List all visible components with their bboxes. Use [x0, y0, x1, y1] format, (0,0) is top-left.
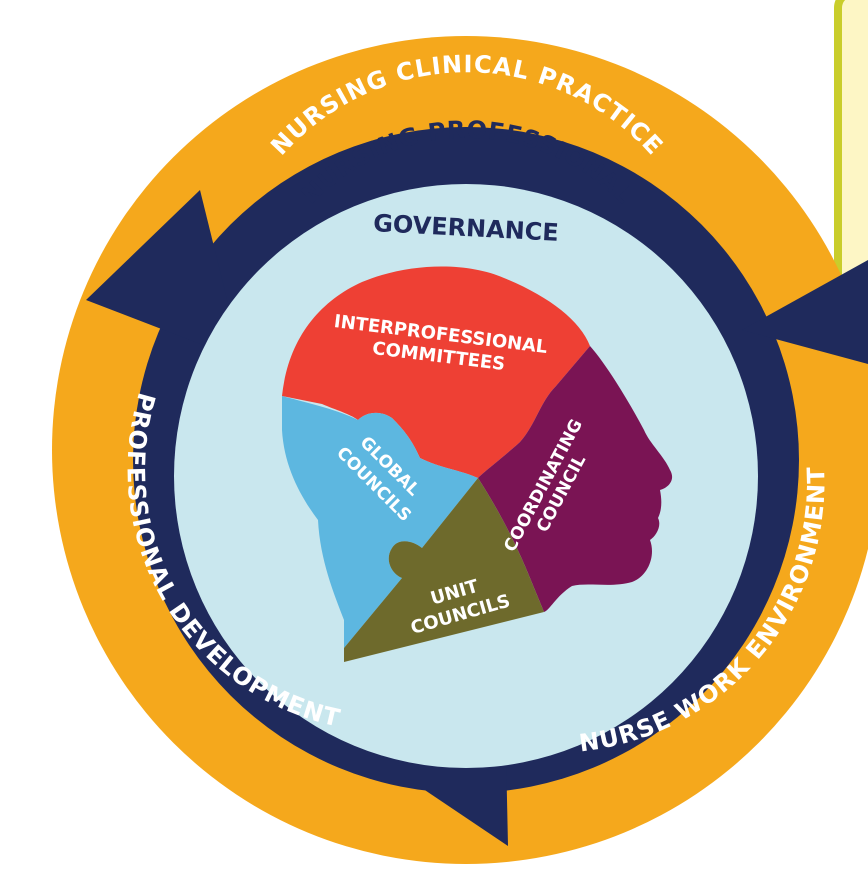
piece-unit	[344, 478, 544, 662]
arrowhead-right	[742, 260, 868, 364]
arrowhead-top-left	[86, 190, 242, 360]
piece-interprofessional	[282, 266, 590, 478]
piece-global	[282, 396, 478, 648]
piece-coordinating	[478, 346, 673, 612]
